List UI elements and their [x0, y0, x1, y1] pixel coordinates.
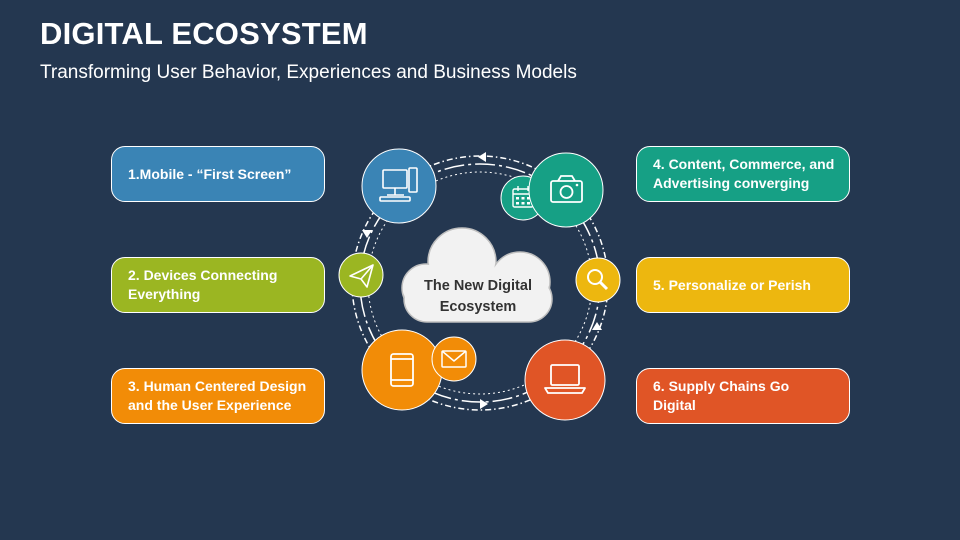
item-card-supply-chains: 6. Supply Chains Go Digital [636, 368, 850, 424]
item-card-personalize: 5. Personalize or Perish [636, 257, 850, 313]
tablet-icon [361, 329, 443, 411]
page-title: DIGITAL ECOSYSTEM [40, 16, 368, 51]
item-label: 3. Human Centered Design and the User Ex… [128, 378, 307, 413]
paper-plane-icon [338, 252, 384, 298]
item-label: 2. Devices Connecting Everything [128, 267, 278, 302]
envelope-icon [431, 336, 477, 382]
orbit-arrows [362, 152, 602, 409]
item-card-devices: 2. Devices Connecting Everything [111, 257, 325, 313]
item-card-content-commerce: 4. Content, Commerce, and Advertising co… [636, 146, 850, 202]
item-label: 6. Supply Chains Go Digital [653, 378, 790, 413]
desktop-computer-icon [361, 148, 437, 224]
search-icon [575, 257, 621, 303]
center-label: The New Digital Ecosystem [424, 278, 532, 315]
page-subtitle: Transforming User Behavior, Experiences … [40, 62, 577, 83]
laptop-icon [524, 339, 606, 421]
item-card-human-centered-design: 3. Human Centered Design and the User Ex… [111, 368, 325, 424]
item-label: 1.Mobile - “First Screen” [128, 165, 292, 182]
item-label: 5. Personalize or Perish [653, 276, 811, 293]
item-card-mobile: 1.Mobile - “First Screen” [111, 146, 325, 202]
item-label: 4. Content, Commerce, and Advertising co… [653, 156, 835, 191]
camera-icon [528, 152, 604, 228]
